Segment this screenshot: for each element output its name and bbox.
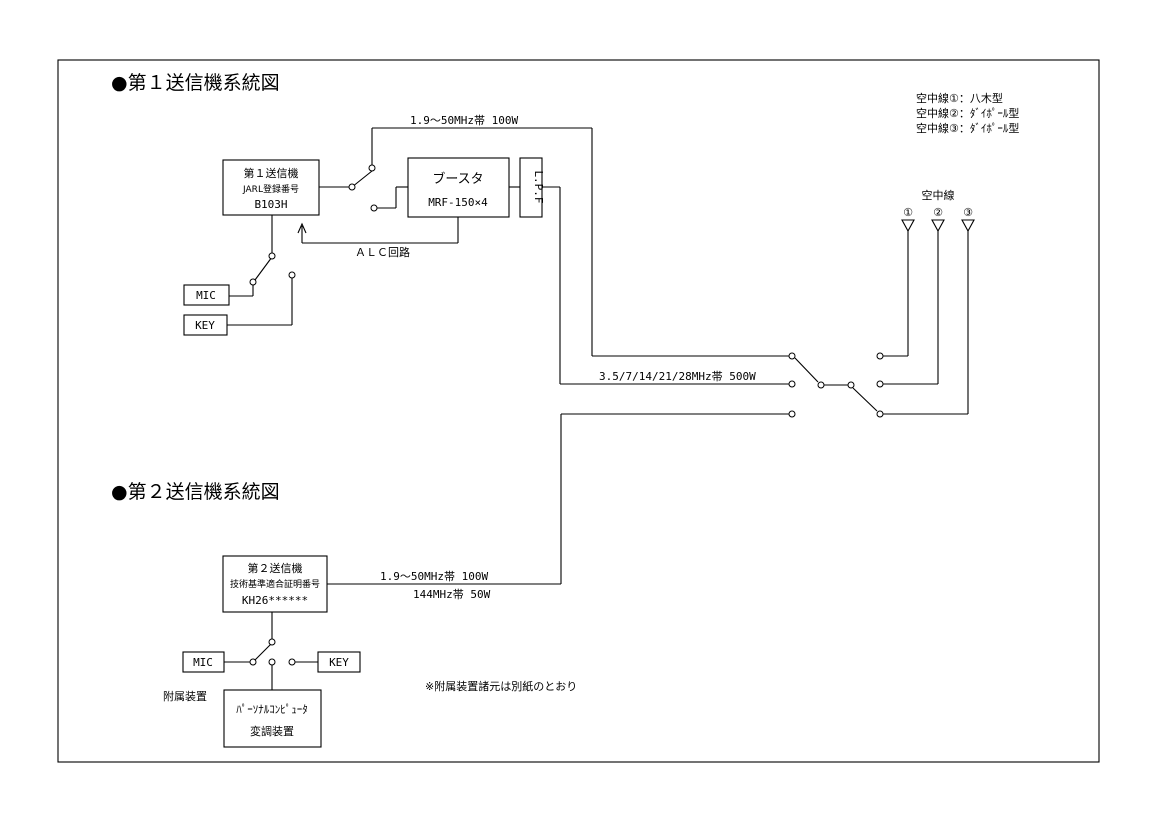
antenna-3-icon bbox=[961, 219, 975, 233]
key-label-1: KEY bbox=[195, 319, 215, 332]
accessory-name-1: ﾊﾟｰｿﾅﾙｺﾝﾋﾟｭｰﾀ bbox=[236, 703, 308, 716]
antenna-2-number: ② bbox=[933, 206, 943, 219]
transmitter1-box: 第１送信機 JARL登録番号 B103H bbox=[222, 159, 320, 216]
mic-box-2: MIC bbox=[182, 651, 225, 673]
antenna-2-icon bbox=[931, 219, 945, 233]
transmitter2-name: 第２送信機 bbox=[248, 561, 303, 575]
band-low-label: 3.5/7/14/21/28MHz帯 500W bbox=[599, 370, 756, 383]
transmitter2-box: 第２送信機 技術基準適合証明番号 KH26****** bbox=[222, 555, 328, 613]
section2-title: ●第２送信機系統図 bbox=[111, 481, 280, 503]
booster-name: ブースタ bbox=[432, 171, 483, 187]
transmitter1-code: B103H bbox=[254, 198, 287, 211]
band2-2-label: 144MHz帯 50W bbox=[413, 588, 491, 601]
lpf-label: L.P.F bbox=[532, 170, 545, 203]
transmitter2-sub: 技術基準適合証明番号 bbox=[230, 578, 320, 590]
antenna-group-label: 空中線 bbox=[922, 188, 955, 202]
accessory-name-2: 変調装置 bbox=[250, 724, 294, 738]
mic-label-1: MIC bbox=[196, 289, 216, 302]
alc-label: ＡＬＣ回路 bbox=[355, 246, 410, 259]
antenna-switch bbox=[788, 230, 969, 418]
antenna-1-number: ① bbox=[903, 206, 913, 219]
antenna-1: ① bbox=[901, 206, 915, 233]
antenna-legend-item-1: 空中線①：八木型 bbox=[916, 91, 1003, 105]
antenna-legend-item-3: 空中線③：ﾀﾞｲﾎﾟｰﾙ型 bbox=[916, 121, 1019, 135]
mic-box-1: MIC bbox=[183, 284, 230, 306]
transmitter2-code: KH26****** bbox=[242, 594, 308, 607]
antenna-2: ② bbox=[931, 206, 945, 233]
booster-model: MRF-150×4 bbox=[428, 196, 488, 209]
antenna-3-number: ③ bbox=[963, 206, 973, 219]
transmitter1-sub: JARL登録番号 bbox=[242, 183, 299, 195]
section2-wiring bbox=[224, 413, 789, 690]
band-top-label: 1.9～50MHz帯 100W bbox=[410, 114, 518, 127]
antenna-legend-item-2: 空中線②：ﾀﾞｲﾎﾟｰﾙ型 bbox=[916, 106, 1019, 120]
mic-label-2: MIC bbox=[193, 656, 213, 669]
key-box-1: KEY bbox=[183, 314, 228, 336]
key-box-2: KEY bbox=[317, 651, 361, 673]
accessory-box: ﾊﾟｰｿﾅﾙｺﾝﾋﾟｭｰﾀ 変調装置 bbox=[223, 689, 322, 748]
accessory-label: 附属装置 bbox=[163, 689, 207, 703]
antenna-1-icon bbox=[901, 219, 915, 233]
antenna-3: ③ bbox=[961, 206, 975, 233]
antenna-legend: 空中線①：八木型 空中線②：ﾀﾞｲﾎﾟｰﾙ型 空中線③：ﾀﾞｲﾎﾟｰﾙ型 bbox=[916, 91, 1019, 135]
page-frame bbox=[57, 59, 1100, 763]
band2-1-label: 1.9～50MHz帯 100W bbox=[380, 570, 488, 583]
lpf-box: L.P.F bbox=[519, 157, 545, 218]
key-label-2: KEY bbox=[329, 656, 349, 669]
section1-wiring bbox=[227, 127, 789, 385]
booster-box: ブースタ MRF-150×4 bbox=[407, 157, 510, 218]
accessory-note: ※附属装置諸元は別紙のとおり bbox=[425, 679, 577, 693]
transmitter1-name: 第１送信機 bbox=[244, 166, 299, 180]
section1-title: ●第１送信機系統図 bbox=[111, 72, 280, 94]
